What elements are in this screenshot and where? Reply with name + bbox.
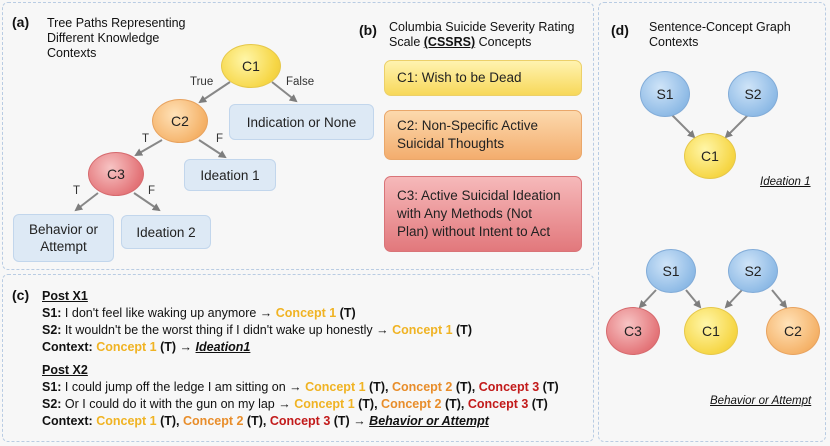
graph2-node-c3: C3 bbox=[606, 307, 660, 355]
post-x1-s2: S2: It wouldn't be the worst thing if I … bbox=[42, 323, 472, 337]
concept-box-c1: C1: Wish to be Dead bbox=[384, 60, 582, 96]
edge-c2-ideation1 bbox=[198, 139, 227, 159]
edge-c1-c2 bbox=[198, 81, 231, 104]
post-x2: Post X2 S1: I could jump off the ledge I… bbox=[42, 362, 559, 430]
edge-g2-s1-c3 bbox=[638, 289, 657, 309]
concept-box-c3: C3: Active Suicidal Ideation with Any Me… bbox=[384, 176, 582, 252]
graph2-node-s1: S1 bbox=[646, 249, 696, 293]
panel-b-title: Columbia Suicide Severity Rating Scale (… bbox=[389, 20, 575, 49]
graph2-node-c2: C2 bbox=[766, 307, 820, 355]
tree-node-c2: C2 bbox=[152, 99, 208, 143]
edge-label-f1: F bbox=[216, 133, 224, 145]
post-x1-context: Context: Concept 1 (T) → Ideation1 bbox=[42, 340, 251, 354]
tree-node-c3: C3 bbox=[88, 152, 144, 196]
edge-g2-s2-c1 bbox=[724, 289, 743, 309]
graph2-node-s2: S2 bbox=[728, 249, 778, 293]
panel-a-title: Tree Paths Representing Different Knowle… bbox=[47, 16, 186, 60]
edge-g2-s2-c2 bbox=[771, 289, 788, 309]
concept-box-c2: C2: Non-Specific Active Suicidal Thought… bbox=[384, 110, 582, 160]
panel-a-tag: (a) bbox=[12, 14, 30, 30]
panel-b-tag: (b) bbox=[359, 22, 377, 38]
post-x1: Post X1 S1: I don't feel like waking up … bbox=[42, 288, 472, 356]
graph2-node-c1: C1 bbox=[684, 307, 738, 355]
panel-a-b-frame bbox=[2, 2, 594, 270]
edge-c2-c3 bbox=[134, 139, 163, 156]
graph1-node-c1: C1 bbox=[684, 133, 736, 179]
edge-c1-indication bbox=[271, 81, 298, 103]
graph1-node-s1: S1 bbox=[640, 71, 690, 117]
panel-d-frame bbox=[598, 2, 826, 442]
leaf-indication-or-none: Indication or None bbox=[229, 104, 374, 140]
leaf-behavior-or-attempt: Behavior or Attempt bbox=[13, 214, 114, 262]
graph1-caption: Ideation 1 bbox=[760, 176, 811, 188]
edge-label-t2: T bbox=[73, 185, 81, 197]
graph1-node-s2: S2 bbox=[728, 71, 778, 117]
leaf-ideation-2: Ideation 2 bbox=[121, 215, 211, 249]
edge-g1-s1-c1 bbox=[671, 114, 696, 139]
panel-c-tag: (c) bbox=[12, 287, 30, 303]
edge-label-false: False bbox=[286, 76, 315, 88]
panel-d-title: Sentence-Concept Graph Contexts bbox=[649, 20, 791, 49]
post-x2-s2: S2: Or I could do it with the gun on my … bbox=[42, 397, 548, 411]
post-x2-s1: S1: I could jump off the ledge I am sitt… bbox=[42, 380, 559, 394]
edge-c3-behavior bbox=[74, 192, 99, 212]
edge-g1-s2-c1 bbox=[724, 114, 749, 139]
leaf-ideation-1: Ideation 1 bbox=[184, 159, 276, 191]
edge-c3-ideation2 bbox=[133, 192, 161, 212]
post-x1-header: Post X1 bbox=[42, 289, 88, 303]
graph2-caption: Behavior or Attempt bbox=[710, 395, 812, 407]
post-x2-context: Context: Concept 1 (T), Concept 2 (T), C… bbox=[42, 414, 489, 428]
edge-label-t1: T bbox=[142, 133, 150, 145]
post-x2-header: Post X2 bbox=[42, 363, 88, 377]
edge-label-true: True bbox=[190, 76, 214, 88]
tree-node-c1: C1 bbox=[221, 44, 281, 88]
panel-c-frame bbox=[2, 274, 594, 442]
edge-g2-s1-c1 bbox=[685, 289, 702, 309]
post-x1-s1: S1: I don't feel like waking up anymore … bbox=[42, 306, 356, 320]
panel-d-tag: (d) bbox=[611, 22, 629, 38]
edge-label-f2: F bbox=[148, 185, 156, 197]
